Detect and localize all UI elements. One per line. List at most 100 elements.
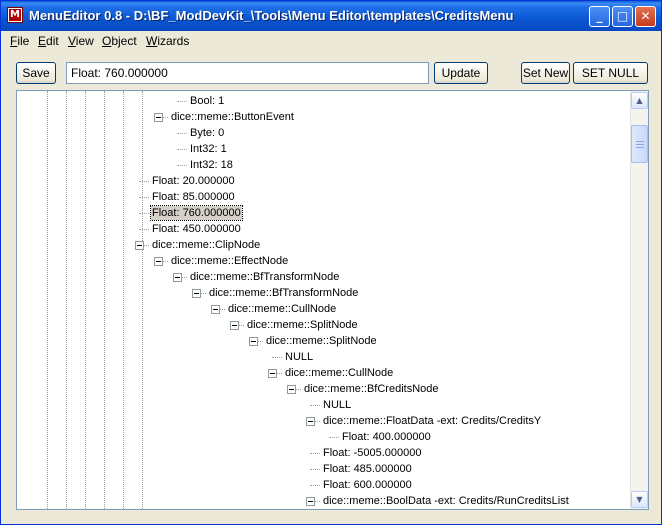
tree-guide-line <box>104 91 105 509</box>
tree-guide-line <box>47 91 48 509</box>
minimize-button[interactable]: _ <box>589 6 610 27</box>
tree-node[interactable]: Float: -5005.000000 <box>323 447 422 459</box>
close-button[interactable]: ✕ <box>635 6 656 27</box>
tree-node[interactable]: dice::meme::BfTransformNode <box>190 271 340 283</box>
tree-node[interactable]: Float: 85.000000 <box>152 191 235 203</box>
tree-node[interactable]: dice::meme::EffectNode <box>171 255 289 267</box>
menu-object-accel: O <box>102 34 112 48</box>
tree-node[interactable]: dice::meme::BoolData -ext: Credits/RunCr… <box>323 495 569 507</box>
tree-branch-line <box>139 245 149 246</box>
collapse-icon[interactable] <box>135 241 144 250</box>
vertical-scrollbar[interactable]: ▲ ▼ <box>630 91 648 509</box>
tree-branch-line <box>139 181 149 182</box>
collapse-icon[interactable] <box>230 321 239 330</box>
set-new-button[interactable]: Set New <box>521 62 570 84</box>
tree-guide-line <box>66 91 67 509</box>
tree-branch-line <box>234 325 244 326</box>
tree-branch-line <box>310 453 320 454</box>
update-button[interactable]: Update <box>434 62 488 84</box>
tree-node-selected[interactable]: Float: 760.000000 <box>150 205 243 221</box>
tree-node[interactable]: Byte: 0 <box>190 127 225 139</box>
thumb-grip-line <box>636 147 644 148</box>
tree-branch-line <box>272 357 282 358</box>
collapse-icon[interactable] <box>192 289 201 298</box>
menu-file-accel: F <box>10 34 18 48</box>
tree-branch-line <box>310 469 320 470</box>
menu-file-label: ile <box>17 34 30 48</box>
tree-node[interactable]: Float: 600.000000 <box>323 479 412 491</box>
tree-branch-line <box>310 421 320 422</box>
tree-branch-line <box>196 293 206 294</box>
collapse-icon[interactable] <box>306 497 315 506</box>
tree-branch-line <box>177 101 187 102</box>
maximize-button[interactable]: □ <box>612 6 633 27</box>
tree-node[interactable]: dice::meme::FloatData -ext: Credits/Cred… <box>323 415 542 427</box>
tree-node[interactable]: Float: 450.000000 <box>152 223 241 235</box>
menu-edit-accel: E <box>38 34 47 48</box>
tree-node[interactable]: dice::meme::ButtonEvent <box>171 111 294 123</box>
set-null-button[interactable]: SET NULL <box>573 62 648 84</box>
tree-branch-line <box>215 309 225 310</box>
tree-node[interactable]: Float: 485.000000 <box>323 463 412 475</box>
tree-node[interactable]: dice::meme::ClipNode <box>152 239 261 251</box>
thumb-grip-line <box>636 141 644 142</box>
collapse-icon[interactable] <box>306 417 315 426</box>
scroll-down-button[interactable]: ▼ <box>631 491 648 508</box>
tree-node[interactable]: Int32: 18 <box>190 159 233 171</box>
tree-node[interactable]: dice::meme::SplitNode <box>266 335 377 347</box>
menu-object-label: bject <box>111 34 137 48</box>
collapse-icon[interactable] <box>154 113 163 122</box>
tree-node[interactable]: dice::meme::BfCreditsNode <box>304 383 439 395</box>
collapse-icon[interactable] <box>211 305 220 314</box>
scroll-up-button[interactable]: ▲ <box>631 92 648 109</box>
menu-bar: File Edit View Object Wizards <box>1 31 661 51</box>
tree-node[interactable]: Float: 400.000000 <box>342 431 431 443</box>
tree-branch-line <box>310 485 320 486</box>
tree-branch-line <box>158 117 168 118</box>
tree-branch-line <box>177 133 187 134</box>
tree-branch-line <box>310 501 320 502</box>
tree-guide-line <box>142 91 143 509</box>
tree-branch-line <box>177 149 187 150</box>
scroll-thumb[interactable] <box>631 125 648 163</box>
menu-object[interactable]: Object <box>102 34 137 48</box>
tree-node[interactable]: Bool: 1 <box>190 95 225 107</box>
menu-view-label: iew <box>75 34 94 48</box>
collapse-icon[interactable] <box>249 337 258 346</box>
tree-node[interactable]: dice::meme::BfTransformNode <box>209 287 359 299</box>
collapse-icon[interactable] <box>268 369 277 378</box>
window-title: MenuEditor 0.8 - D:\BF_ModDevKit_\Tools\… <box>29 8 514 23</box>
tree-branch-line <box>177 165 187 166</box>
tree-branch-line <box>139 229 149 230</box>
menu-view-accel: V <box>68 34 76 48</box>
tree-node[interactable]: dice::meme::SplitNode <box>247 319 358 331</box>
menu-view[interactable]: View <box>68 34 94 48</box>
value-input[interactable]: Float: 760.000000 <box>66 62 429 84</box>
menu-wizards-accel: W <box>146 34 158 48</box>
tree-node[interactable]: Int32: 1 <box>190 143 227 155</box>
menu-edit[interactable]: Edit <box>38 34 59 48</box>
tree-branch-line <box>253 341 263 342</box>
save-button[interactable]: Save <box>16 62 56 84</box>
app-icon[interactable]: M <box>7 7 23 23</box>
collapse-icon[interactable] <box>287 385 296 394</box>
tree-node[interactable]: NULL <box>285 351 314 363</box>
collapse-icon[interactable] <box>154 257 163 266</box>
menu-wizards[interactable]: Wizards <box>146 34 189 48</box>
tree-node[interactable]: dice::meme::CullNode <box>285 367 394 379</box>
tree-branch-line <box>272 373 282 374</box>
tree-branch-line <box>177 277 187 278</box>
tree-guide-line <box>123 91 124 509</box>
menu-file[interactable]: File <box>10 34 29 48</box>
app-icon-glyph: M <box>9 9 21 21</box>
tree-branch-line <box>139 197 149 198</box>
tree-branch-line <box>291 389 301 390</box>
tree-node[interactable]: NULL <box>323 399 352 411</box>
menu-edit-label: dit <box>46 34 59 48</box>
tree-node[interactable]: Float: 20.000000 <box>152 175 235 187</box>
title-bar[interactable]: M MenuEditor 0.8 - D:\BF_ModDevKit_\Tool… <box>1 1 661 31</box>
tree-node[interactable]: dice::meme::CullNode <box>228 303 337 315</box>
collapse-icon[interactable] <box>173 273 182 282</box>
